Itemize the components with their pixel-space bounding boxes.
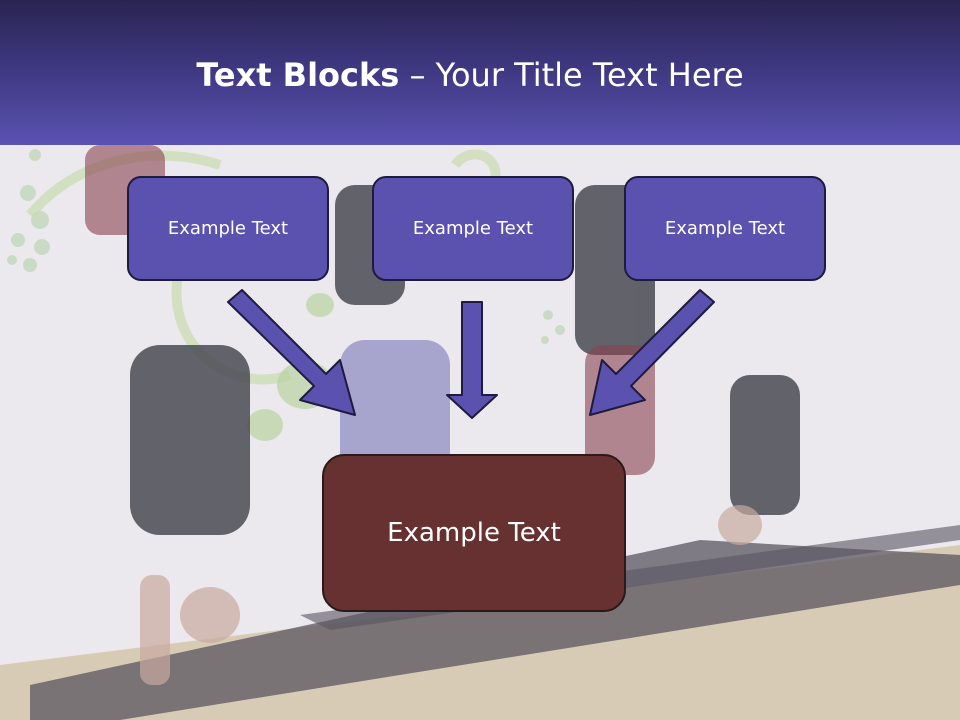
text-block-1[interactable]: Example Text [127,176,329,281]
title-bold: Text Blocks [196,56,400,94]
text-block-main[interactable]: Example Text [322,454,626,612]
title-rest: – Your Title Text Here [399,56,744,94]
text-block-2[interactable]: Example Text [372,176,574,281]
slide-title: Text Blocks – Your Title Text Here [0,55,940,95]
text-block-3[interactable]: Example Text [624,176,826,281]
title-bar: Text Blocks – Your Title Text Here [0,0,960,145]
